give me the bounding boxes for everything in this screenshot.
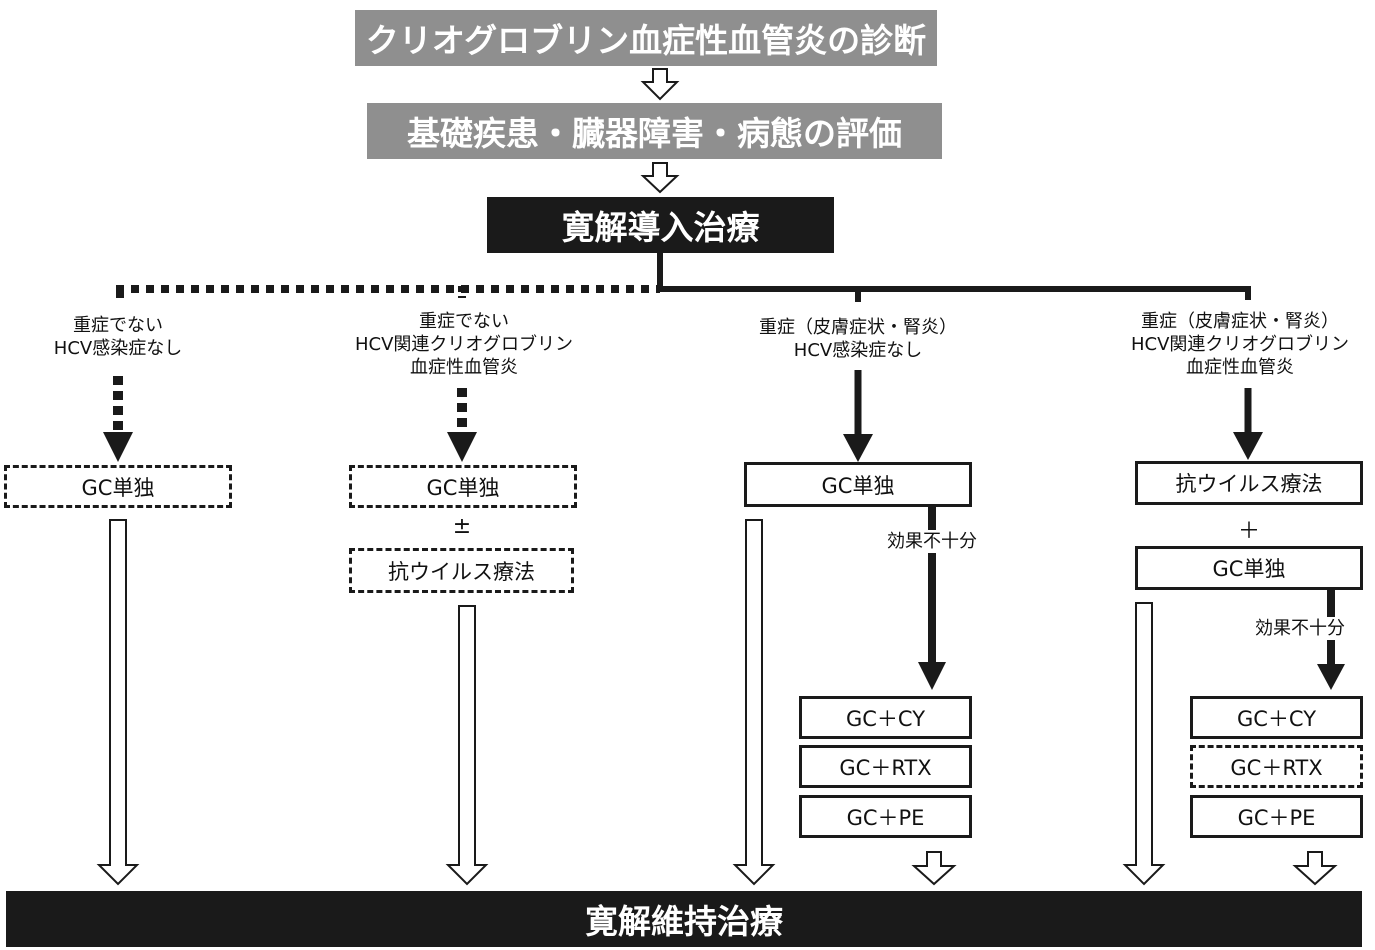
branch4-treatment2-box: GC単独	[1135, 546, 1363, 590]
hollow-arrow-2	[640, 162, 680, 194]
branch3-arrowhead	[843, 434, 873, 462]
branch4-condition-line3: 血症性血管炎	[1186, 357, 1294, 378]
branch1-arrowhead	[103, 432, 133, 462]
long-hollow-arrow-3	[732, 519, 776, 886]
branch4-condition: 重症（皮膚症状・腎炎） HCV関連クリオグロブリン 血症性血管炎	[1130, 310, 1350, 379]
induction-box: 寛解導入治療	[487, 197, 834, 253]
branch3-condition-line2: HCV感染症なし	[793, 340, 923, 361]
branch3-option-rtx: GC＋RTX	[799, 745, 972, 788]
short-hollow-arrow-3	[911, 851, 957, 886]
long-hollow-arrow-1	[96, 519, 140, 886]
branch3-treatment-box: GC単独	[744, 462, 972, 507]
branch1-treatment-box: GC単独	[4, 465, 232, 508]
branch4-option-cy: GC＋CY	[1190, 696, 1363, 739]
branch2-arrowhead	[447, 432, 477, 462]
evaluation-box: 基礎疾患・臓器障害・病態の評価	[367, 103, 942, 159]
branch4-insufficient-label: 効果不十分	[1253, 617, 1347, 640]
branch2-connector: ±	[452, 514, 472, 539]
long-hollow-arrow-4	[1122, 602, 1166, 886]
branch4-arrowhead	[1233, 432, 1263, 460]
branch3-option-pe: GC＋PE	[799, 795, 972, 838]
branch4-option-rtx: GC＋RTX	[1190, 745, 1363, 788]
branch2-condition-line1: 重症でない	[419, 311, 509, 332]
branch2-condition-line3: 血症性血管炎	[410, 357, 518, 378]
branch4-treatment1-box: 抗ウイルス療法	[1135, 461, 1363, 505]
diagnosis-box: クリオグロブリン血症性血管炎の診断	[355, 10, 937, 66]
branch3-insufficient-arrowhead	[918, 662, 946, 690]
branch2-treatment2-box: 抗ウイルス療法	[349, 548, 574, 593]
branch2-condition-line2: HCV関連クリオグロブリン	[354, 334, 574, 355]
maintenance-box: 寛解維持治療	[6, 891, 1362, 947]
branch1-condition-line2: HCV感染症なし	[53, 338, 183, 359]
branch4-condition-line2: HCV関連クリオグロブリン	[1130, 334, 1350, 355]
branch4-condition-line1: 重症（皮膚症状・腎炎）	[1141, 311, 1339, 332]
branch4-option-pe: GC＋PE	[1190, 795, 1363, 838]
branch3-insufficient-label: 効果不十分	[885, 530, 979, 553]
long-hollow-arrow-2	[445, 605, 489, 886]
short-hollow-arrow-4	[1292, 851, 1338, 886]
branch3-option-cy: GC＋CY	[799, 696, 972, 739]
branch1-condition: 重症でない HCV感染症なし	[53, 314, 183, 360]
branch1-condition-line1: 重症でない	[72, 315, 163, 336]
branch3-condition: 重症（皮膚症状・腎炎） HCV感染症なし	[759, 316, 957, 362]
hollow-arrow-1	[640, 68, 680, 101]
branch4-connector: ＋	[1237, 519, 1261, 544]
branch2-condition: 重症でない HCV関連クリオグロブリン 血症性血管炎	[354, 310, 574, 379]
branch3-condition-line1: 重症（皮膚症状・腎炎）	[759, 317, 957, 338]
branch2-treatment1-box: GC単独	[349, 465, 577, 508]
branch4-insufficient-arrowhead	[1317, 664, 1345, 690]
